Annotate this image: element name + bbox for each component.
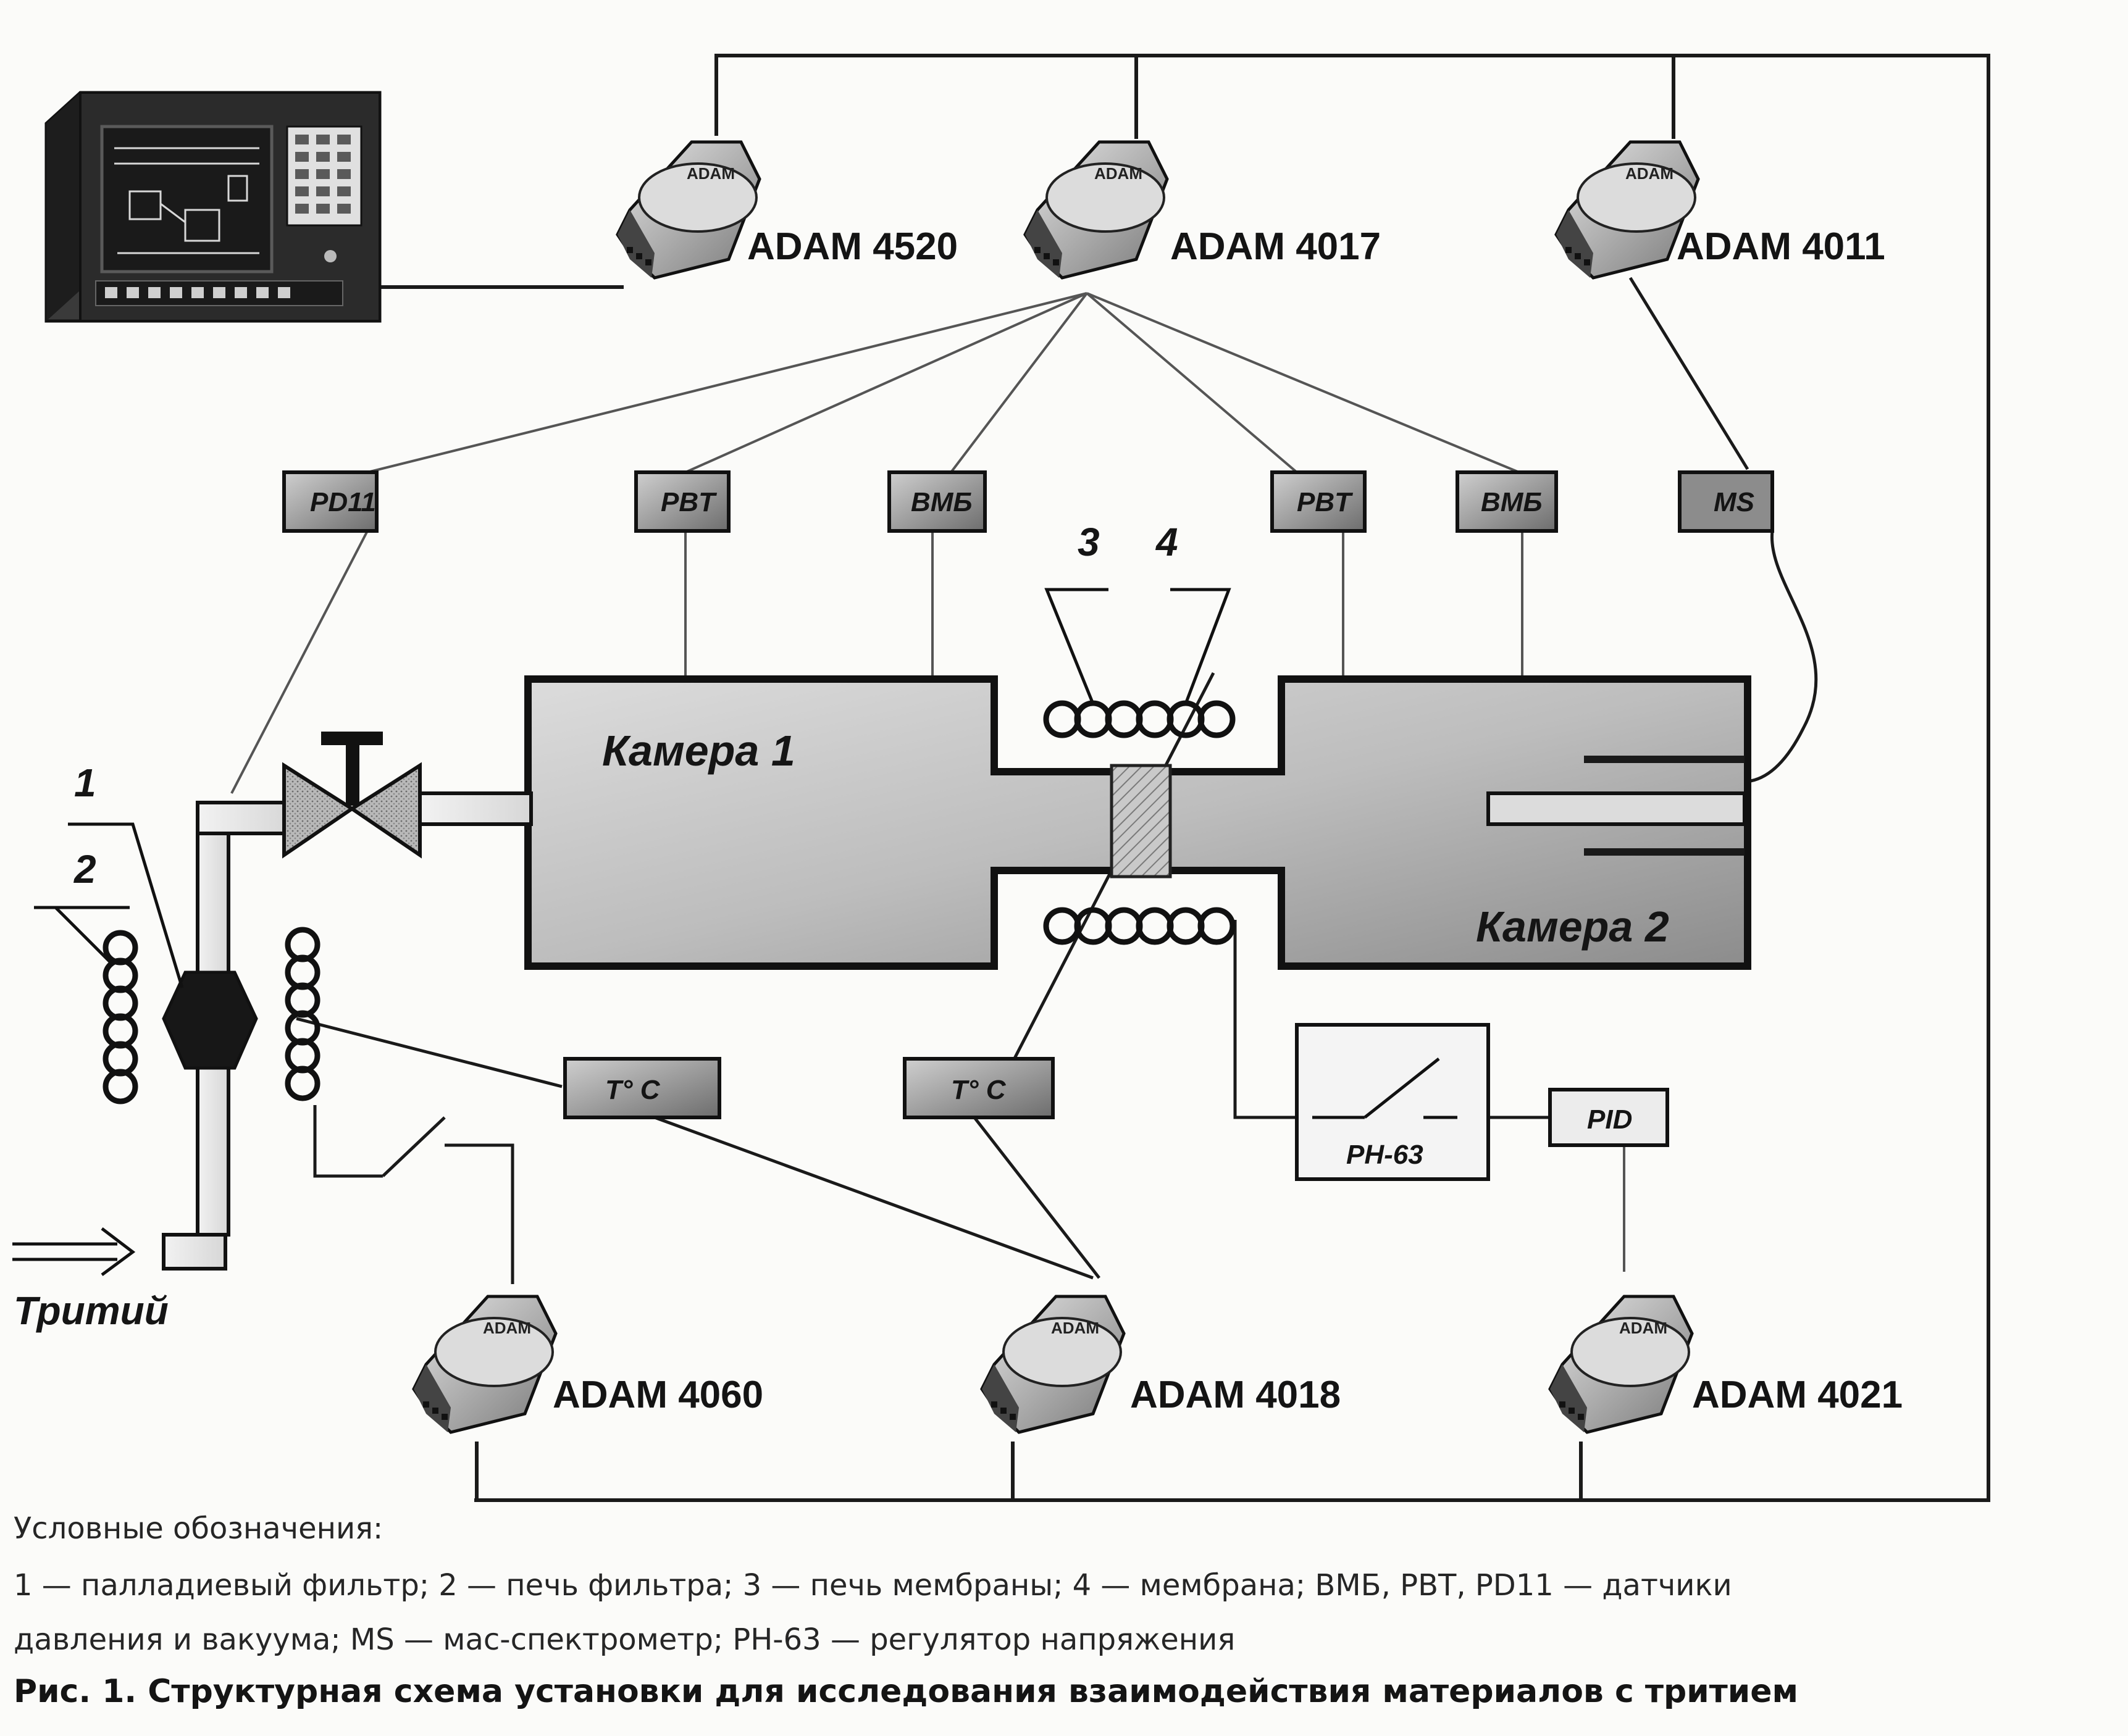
label-number-4: 4 — [1155, 520, 1178, 564]
adam4017-label: ADAM 4017 — [1170, 225, 1381, 268]
adam-module-4520: ADAM — [616, 140, 761, 280]
svg-text:ADAM: ADAM — [483, 1319, 531, 1337]
top-bus-line — [474, 54, 1990, 1502]
voltage-regulator-ph63: PH-63 — [1295, 1023, 1490, 1181]
adam4520-label: ADAM 4520 — [747, 225, 958, 268]
pid-label: PID — [1587, 1104, 1632, 1135]
legend-line-1: 1 — палладиевый фильтр; 2 — печь фильтра… — [14, 1568, 1732, 1603]
svg-text:ADAM: ADAM — [1619, 1319, 1667, 1337]
svg-text:ADAM: ADAM — [687, 164, 735, 183]
label-number-2: 2 — [73, 847, 96, 891]
membrane-furnace-coils — [1043, 700, 1236, 945]
temperature-sensor-2: T° C — [903, 1057, 1055, 1119]
sensor-pd11: PD11 — [282, 470, 379, 533]
sensor-ms: MS — [1678, 470, 1774, 533]
adam-module-4018: ADAM — [980, 1295, 1126, 1434]
chamber1-label: Камера 1 — [602, 727, 795, 775]
ms-label: MS — [1714, 487, 1754, 517]
label-number-3: 3 — [1078, 520, 1100, 564]
callout-lines-3-4 — [1044, 588, 1231, 704]
adam-module-4017: ADAM — [1023, 140, 1169, 280]
regulator-label: PH-63 — [1346, 1140, 1423, 1170]
pbt2-label: PBT — [1297, 487, 1353, 517]
sensor-vmb-2: ВМБ — [1456, 470, 1558, 533]
adam4021-label: ADAM 4021 — [1692, 1374, 1903, 1416]
legend-line-2: давления и вакуума; MS — мас-спектрометр… — [14, 1622, 1236, 1657]
filter-furnace-coils — [103, 927, 320, 1104]
adam4011-label: ADAM 4011 — [1677, 225, 1885, 268]
sensor-pbt-1: PBT — [634, 470, 731, 533]
tritium-inlet-arrow — [12, 1227, 136, 1277]
svg-text:ADAM: ADAM — [1094, 164, 1142, 183]
adam-module-4011: ADAM — [1554, 140, 1700, 280]
callout-lines-1-2 — [34, 822, 184, 988]
temp1-label: T° C — [605, 1075, 661, 1105]
chamber2-label: Камера 2 — [1476, 903, 1669, 951]
svg-text:ADAM: ADAM — [1625, 164, 1673, 183]
ms-probe — [1584, 756, 1745, 856]
vmb2-label: ВМБ — [1481, 487, 1543, 517]
label-number-1: 1 — [74, 761, 96, 805]
membrane — [1110, 764, 1172, 878]
vmb1-label: ВМБ — [911, 487, 973, 517]
adam-module-4021: ADAM — [1548, 1295, 1694, 1434]
svg-text:ADAM: ADAM — [1051, 1319, 1099, 1337]
signal-lines — [230, 292, 1625, 1272]
pbt1-label: PBT — [661, 487, 717, 517]
sensor-pbt-2: PBT — [1270, 470, 1367, 533]
bus-lines — [377, 54, 1990, 1502]
temperature-sensor-1: T° C — [563, 1057, 721, 1119]
legend-title: Условные обозначения: — [14, 1511, 383, 1546]
temp2-label: T° C — [951, 1075, 1007, 1105]
pd11-label: PD11 — [310, 487, 376, 517]
industrial-computer — [44, 91, 382, 323]
valve — [282, 732, 422, 859]
pid-controller: PID — [1548, 1088, 1669, 1147]
adam-module-4060: ADAM — [412, 1295, 558, 1434]
adam4018-label: ADAM 4018 — [1130, 1374, 1341, 1416]
adam4060-label: ADAM 4060 — [553, 1374, 763, 1416]
tritium-label: Тритий — [14, 1288, 169, 1333]
palladium-filter — [162, 970, 258, 1070]
sensor-vmb-1: ВМБ — [887, 470, 987, 533]
ms-probe-center — [1486, 791, 1746, 826]
figure-caption: Рис. 1. Структурная схема установки для … — [14, 1673, 1799, 1710]
